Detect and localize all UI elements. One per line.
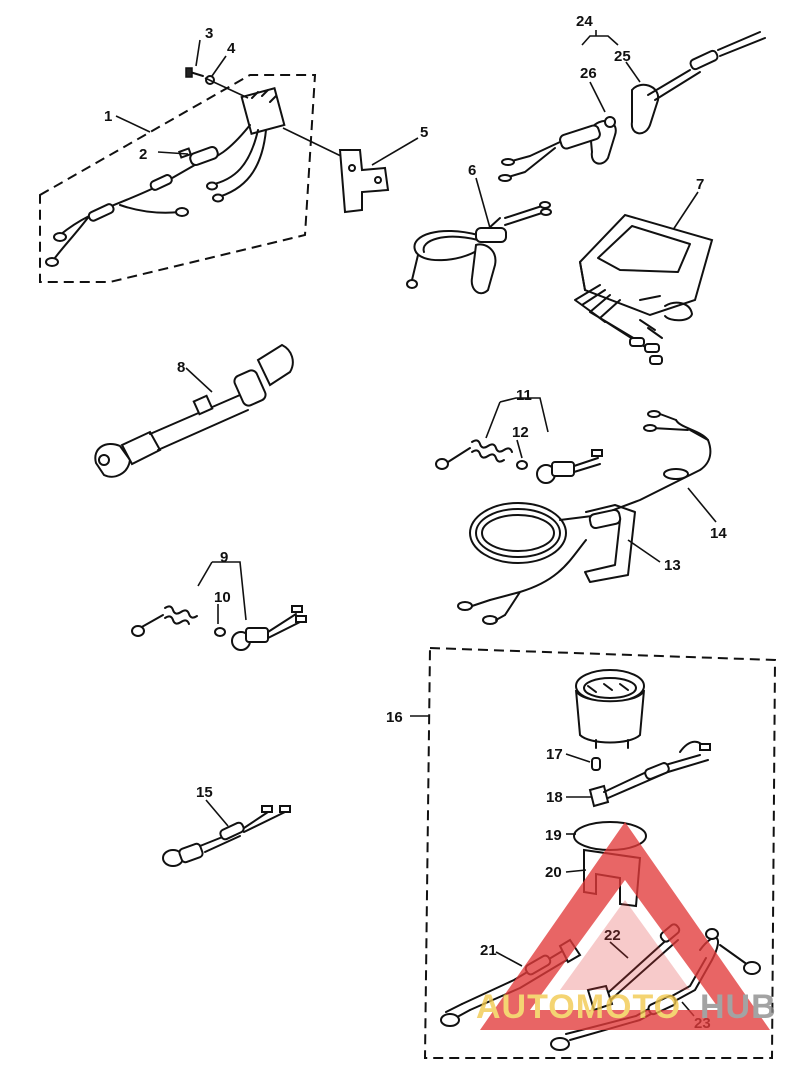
callout-13: 13 [664, 557, 681, 574]
part-13-14-cable: 14 13 [457, 410, 727, 625]
callout-14: 14 [710, 525, 727, 542]
callout-7: 7 [696, 176, 704, 193]
callout-6: 6 [468, 162, 476, 179]
part-6-harness: 6 [406, 162, 552, 295]
callout-4: 4 [227, 40, 236, 57]
part-15-switch-harness: 15 [162, 784, 291, 867]
callout-11: 11 [516, 387, 532, 404]
watermark-text-hub: HUB [700, 988, 777, 1026]
callout-12: 12 [512, 424, 529, 441]
part-24-26-harness: 24 25 26 [498, 13, 766, 182]
callout-19: 19 [545, 827, 562, 844]
callout-17: 17 [546, 746, 563, 763]
callout-24: 24 [576, 13, 593, 30]
callout-25: 25 [614, 48, 631, 65]
callout-1: 1 [104, 108, 112, 125]
watermark-text-automoto: AUTOMOTO [476, 988, 681, 1026]
part-5-bracket: 5 [282, 124, 428, 214]
part-7-module: 7 [574, 176, 714, 365]
watermark-triangle [480, 822, 770, 1030]
callout-10: 10 [214, 589, 231, 606]
callout-3: 3 [205, 25, 213, 42]
callout-22: 22 [604, 927, 621, 944]
part-group-1: 1 2 3 4 [39, 25, 317, 283]
callout-2: 2 [139, 146, 147, 163]
part-8-extension-harness: 8 [94, 343, 294, 478]
watermark-logo: AUTOMOTO HUB [476, 822, 777, 1030]
callout-26: 26 [580, 65, 597, 82]
callout-15: 15 [196, 784, 213, 801]
callout-16: 16 [386, 709, 403, 726]
callout-21: 21 [480, 942, 497, 959]
part-11-12-lanyard-switch: 11 12 [435, 387, 603, 484]
callout-9: 9 [220, 549, 228, 566]
part-9-10-lanyard-switch: 9 10 [131, 549, 307, 651]
callout-20: 20 [545, 864, 562, 881]
callout-18: 18 [546, 789, 563, 806]
callout-8: 8 [177, 359, 185, 376]
callout-5: 5 [420, 124, 428, 141]
